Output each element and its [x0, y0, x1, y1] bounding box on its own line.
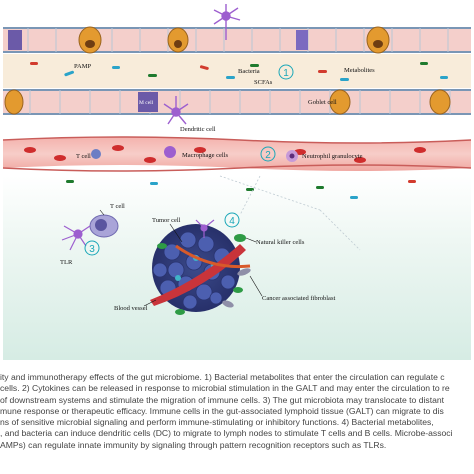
t-cell-in-vessel	[91, 149, 101, 159]
goblet-cell-mid-2	[329, 89, 351, 115]
label-blood-vessel: Blood vessel	[114, 305, 148, 312]
label-tumor-cell: Tumor cell	[152, 217, 181, 224]
label-t-cell: T cell	[110, 203, 125, 210]
upper-epithelium	[3, 26, 471, 54]
svg-text:1: 1	[283, 68, 289, 79]
label-pamp: PAMP	[74, 63, 91, 70]
lumen-band	[3, 54, 471, 88]
marker-3: 3	[84, 240, 100, 256]
blood-vessel-band	[2, 136, 472, 172]
caption-line: mune response or therapeutic efficacy. I…	[0, 405, 444, 416]
caf-cells	[222, 268, 251, 308]
label-dendritic-cell: Dendritic cell	[180, 126, 216, 133]
dendritic-cell-top	[213, 4, 241, 40]
marker-1: 1	[278, 64, 294, 80]
marker-4: 4	[224, 212, 240, 228]
t-cell-group	[89, 214, 119, 238]
svg-text:3: 3	[89, 244, 95, 255]
m-cell-top	[8, 30, 22, 50]
label-scfas: SCFAs	[254, 79, 273, 86]
dendritic-cells-at-tumor	[195, 219, 215, 238]
tlr-dendritic-cell	[61, 225, 91, 251]
caption-line: ns of sensitive microbial signaling and …	[0, 417, 434, 428]
goblet-cell-mid-3	[429, 89, 451, 115]
caption-line: ity and immunotherapy effects of the gut…	[0, 372, 445, 382]
label-m-cell: M cell	[139, 100, 154, 106]
label-natural-killer: Natural killer cells	[256, 239, 305, 246]
m-cell-mid	[138, 92, 158, 112]
label-tlr: TLR	[60, 259, 73, 266]
label-caf: Cancer associated fibroblast	[262, 295, 335, 302]
svg-text:4: 4	[229, 216, 235, 227]
migration-paths	[219, 175, 361, 251]
caption-line: AMPs) can regulate innate immunity by si…	[0, 439, 387, 450]
label-t-cell-vessel: T cell	[76, 153, 91, 160]
svg-text:2: 2	[265, 150, 271, 161]
label-metabolites: Metabolites	[344, 67, 375, 74]
caption-line: of downstream systems and stimulate the …	[0, 394, 445, 405]
lower-epithelium	[3, 89, 471, 115]
caption-line: , and bacteria can induce dendritic cell…	[0, 428, 453, 439]
translocating-bacteria	[66, 180, 416, 199]
goblet-cell-mid-1	[4, 89, 24, 115]
label-neutrophil: Neutrophil granulocyte	[302, 153, 363, 160]
label-macrophage: Macrophage cells	[182, 152, 228, 159]
label-bacteria: Bacteria	[238, 68, 260, 75]
dendritic-cell	[163, 96, 189, 125]
marker-2: 2	[260, 146, 276, 162]
figure-caption: ity and immunotherapy effects of the gut…	[0, 372, 474, 474]
label-goblet-cell: Goblet cell	[308, 99, 337, 106]
tumor-mass	[150, 219, 251, 315]
nk-cells	[157, 234, 246, 315]
macrophage-in-vessel	[164, 146, 176, 158]
caption-line: cells. 2) Cytokines can be released in r…	[0, 383, 450, 394]
bacteria-cluster-lumen	[30, 62, 448, 81]
